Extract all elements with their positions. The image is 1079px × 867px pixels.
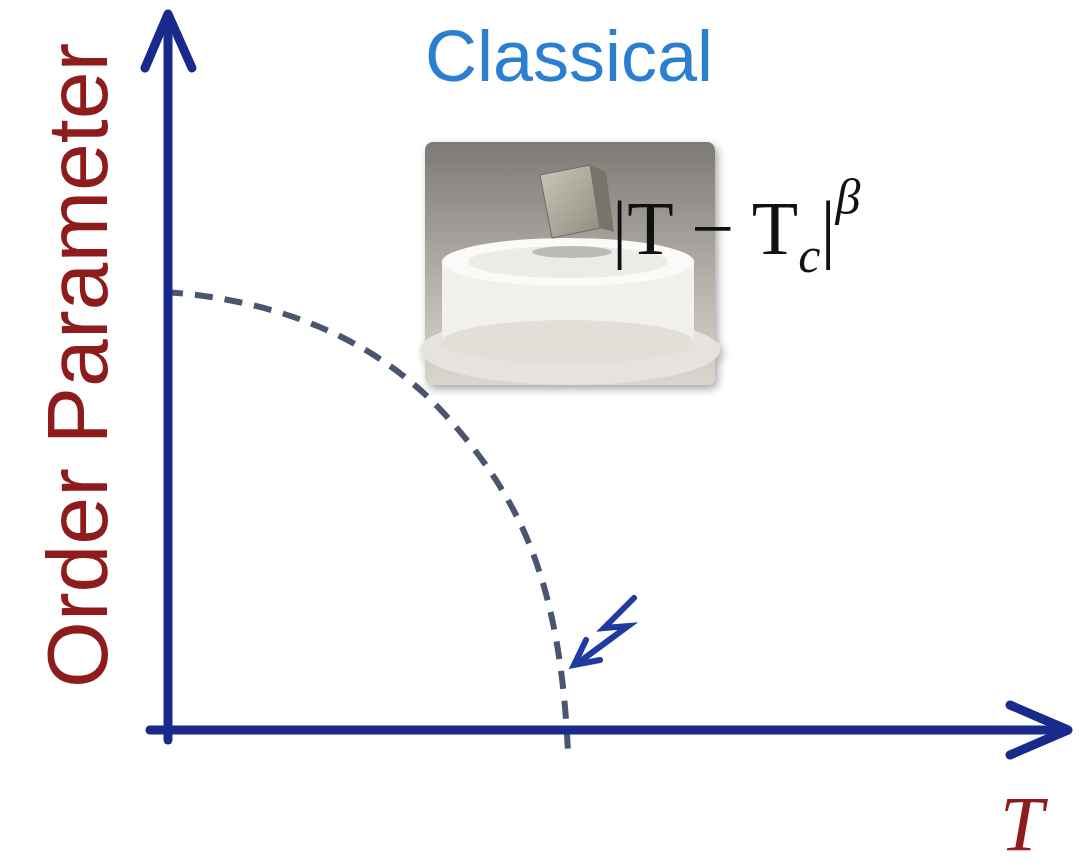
axes xyxy=(145,14,1068,755)
lightning-arrow xyxy=(574,598,634,665)
formula-text: | xyxy=(820,186,835,270)
axis-label: T xyxy=(1000,785,1043,863)
formula-subscript: c xyxy=(798,227,820,283)
critical-formula: |T − Tc|β xyxy=(612,172,861,280)
plot-title: Classical xyxy=(425,20,713,92)
axis-label: Order Parameter xyxy=(34,42,120,687)
order-parameter-curve xyxy=(165,292,568,752)
formula-text: |T − T xyxy=(612,186,798,270)
formula-exponent: β xyxy=(836,169,861,225)
